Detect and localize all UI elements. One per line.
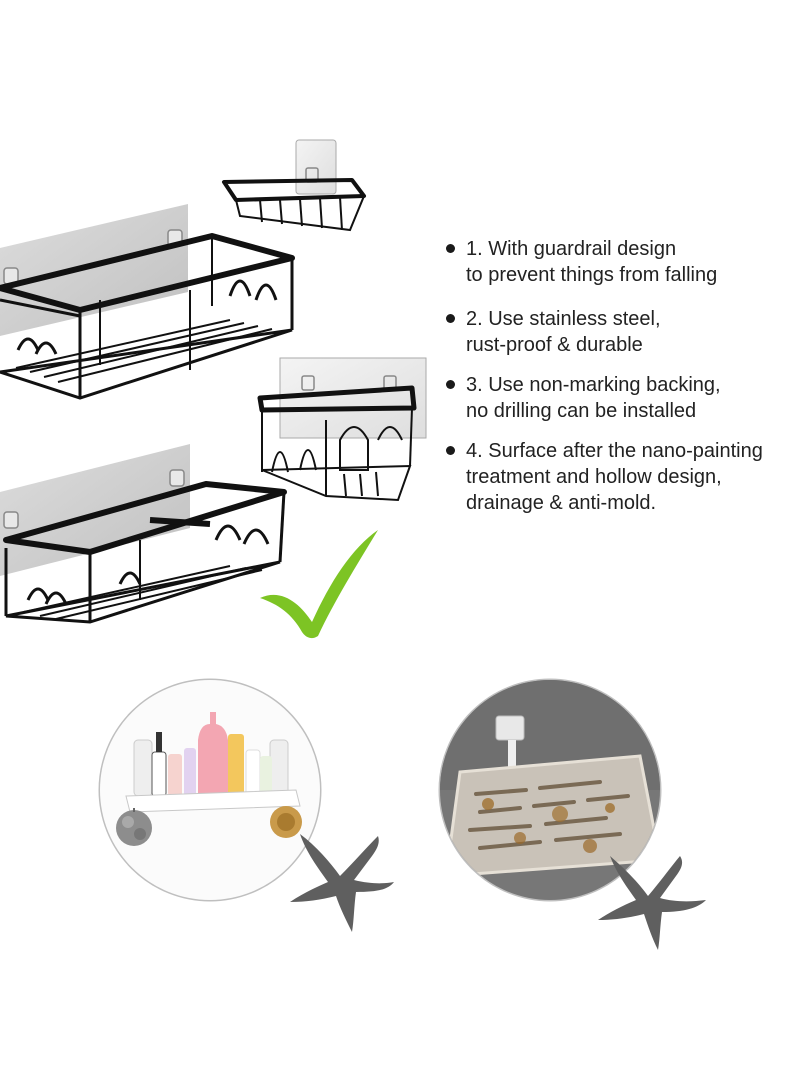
check-icon xyxy=(260,530,378,639)
bullet-icon xyxy=(446,446,455,455)
feature-line: to prevent things from falling xyxy=(466,264,718,286)
feature-line: 4. Surface after the nano-painting xyxy=(466,440,763,462)
soap-dish xyxy=(222,139,366,232)
feature-line: 3. Use non-marking backing, xyxy=(466,374,721,396)
feature-line: treatment and hollow design, xyxy=(466,466,722,488)
rusty-shelf-photo xyxy=(438,678,662,902)
feature-line: drainage & anti-mold. xyxy=(466,492,657,514)
bullet-icon xyxy=(446,314,455,323)
feature-item: 3. Use non-marking backing, no drilling … xyxy=(444,372,721,424)
feature-item: 2. Use stainless steel, rust-proof & dur… xyxy=(444,306,661,358)
feature-line: 2. Use stainless steel, xyxy=(466,308,661,330)
cross-icon xyxy=(598,856,706,950)
plastic-shelf-photo xyxy=(98,678,322,902)
divided-shower-caddy xyxy=(0,444,287,624)
feature-item: 1. With guardrail design to prevent thin… xyxy=(444,236,717,288)
feature-line: rust-proof & durable xyxy=(466,334,643,356)
bullet-icon xyxy=(446,244,455,253)
bullet-icon xyxy=(446,380,455,389)
feature-line: 1. With guardrail design xyxy=(466,238,677,260)
large-shower-caddy xyxy=(0,204,295,400)
feature-item: 4. Surface after the nano-painting treat… xyxy=(444,438,763,516)
feature-line: no drilling can be installed xyxy=(466,400,697,422)
toothbrush-holder xyxy=(257,357,427,502)
cross-icon xyxy=(290,834,394,932)
